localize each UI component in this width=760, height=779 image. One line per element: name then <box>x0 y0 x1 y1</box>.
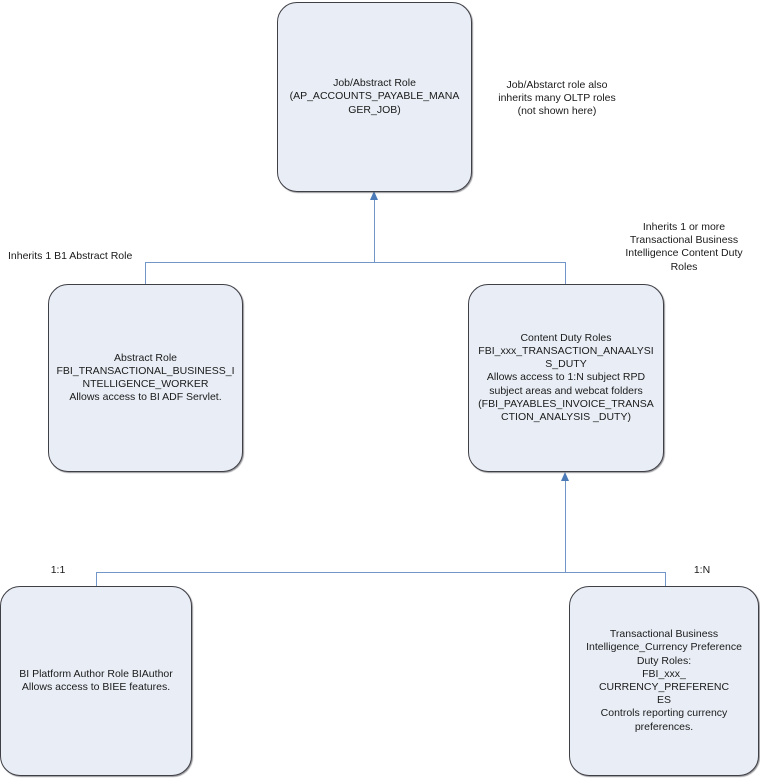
job-abstract-role-label: Job/Abstract Role (AP_ACCOUNTS_PAYABLE_M… <box>289 77 460 116</box>
currency-preference-duty-roles-label: Transactional Business Intelligence_Curr… <box>586 628 742 733</box>
connector-drop-to-currency-preference <box>665 572 666 586</box>
arrow-into-content-duty-roles <box>561 472 569 481</box>
connector-vertical-to-job-role <box>374 200 375 262</box>
abstract-role-label: Abstract Role FBI_TRANSACTIONAL_BUSINESS… <box>56 351 235 404</box>
cardinality-label-1-n: 1:N <box>693 564 711 576</box>
connector-drop-to-abstract-role <box>145 262 146 284</box>
cardinality-label-1-1: 1:1 <box>50 564 66 576</box>
bi-platform-author-role-node[interactable]: BI Platform Author Role BIAuthor Allows … <box>0 586 192 776</box>
connector-drop-to-bi-platform-author <box>96 572 97 586</box>
abstract-role-node[interactable]: Abstract Role FBI_TRANSACTIONAL_BUSINESS… <box>48 284 243 472</box>
currency-preference-duty-roles-node[interactable]: Transactional Business Intelligence_Curr… <box>569 586 759 776</box>
job-abstract-role-node[interactable]: Job/Abstract Role (AP_ACCOUNTS_PAYABLE_M… <box>277 2 472 192</box>
inherits-content-duty-roles-label: Inherits 1 or more Transactional Busines… <box>625 221 743 273</box>
connector-drop-to-content-duty-roles <box>565 262 566 284</box>
bi-platform-author-role-label: BI Platform Author Role BIAuthor Allows … <box>19 667 173 693</box>
arrow-into-job-role <box>370 191 378 200</box>
inherits-abstract-role-label: Inherits 1 B1 Abstract Role <box>8 250 133 262</box>
connector-vertical-to-content-duty-roles <box>565 481 566 572</box>
connector-horizontal-tier1 <box>145 262 565 263</box>
content-duty-roles-node[interactable]: Content Duty Roles FBI_xxx_TRANSACTION_A… <box>468 284 664 472</box>
connector-horizontal-tier2 <box>96 572 665 573</box>
oltp-roles-note: Job/Abstarct role also inherits many OLT… <box>498 79 616 118</box>
content-duty-roles-label: Content Duty Roles FBI_xxx_TRANSACTION_A… <box>478 331 654 423</box>
